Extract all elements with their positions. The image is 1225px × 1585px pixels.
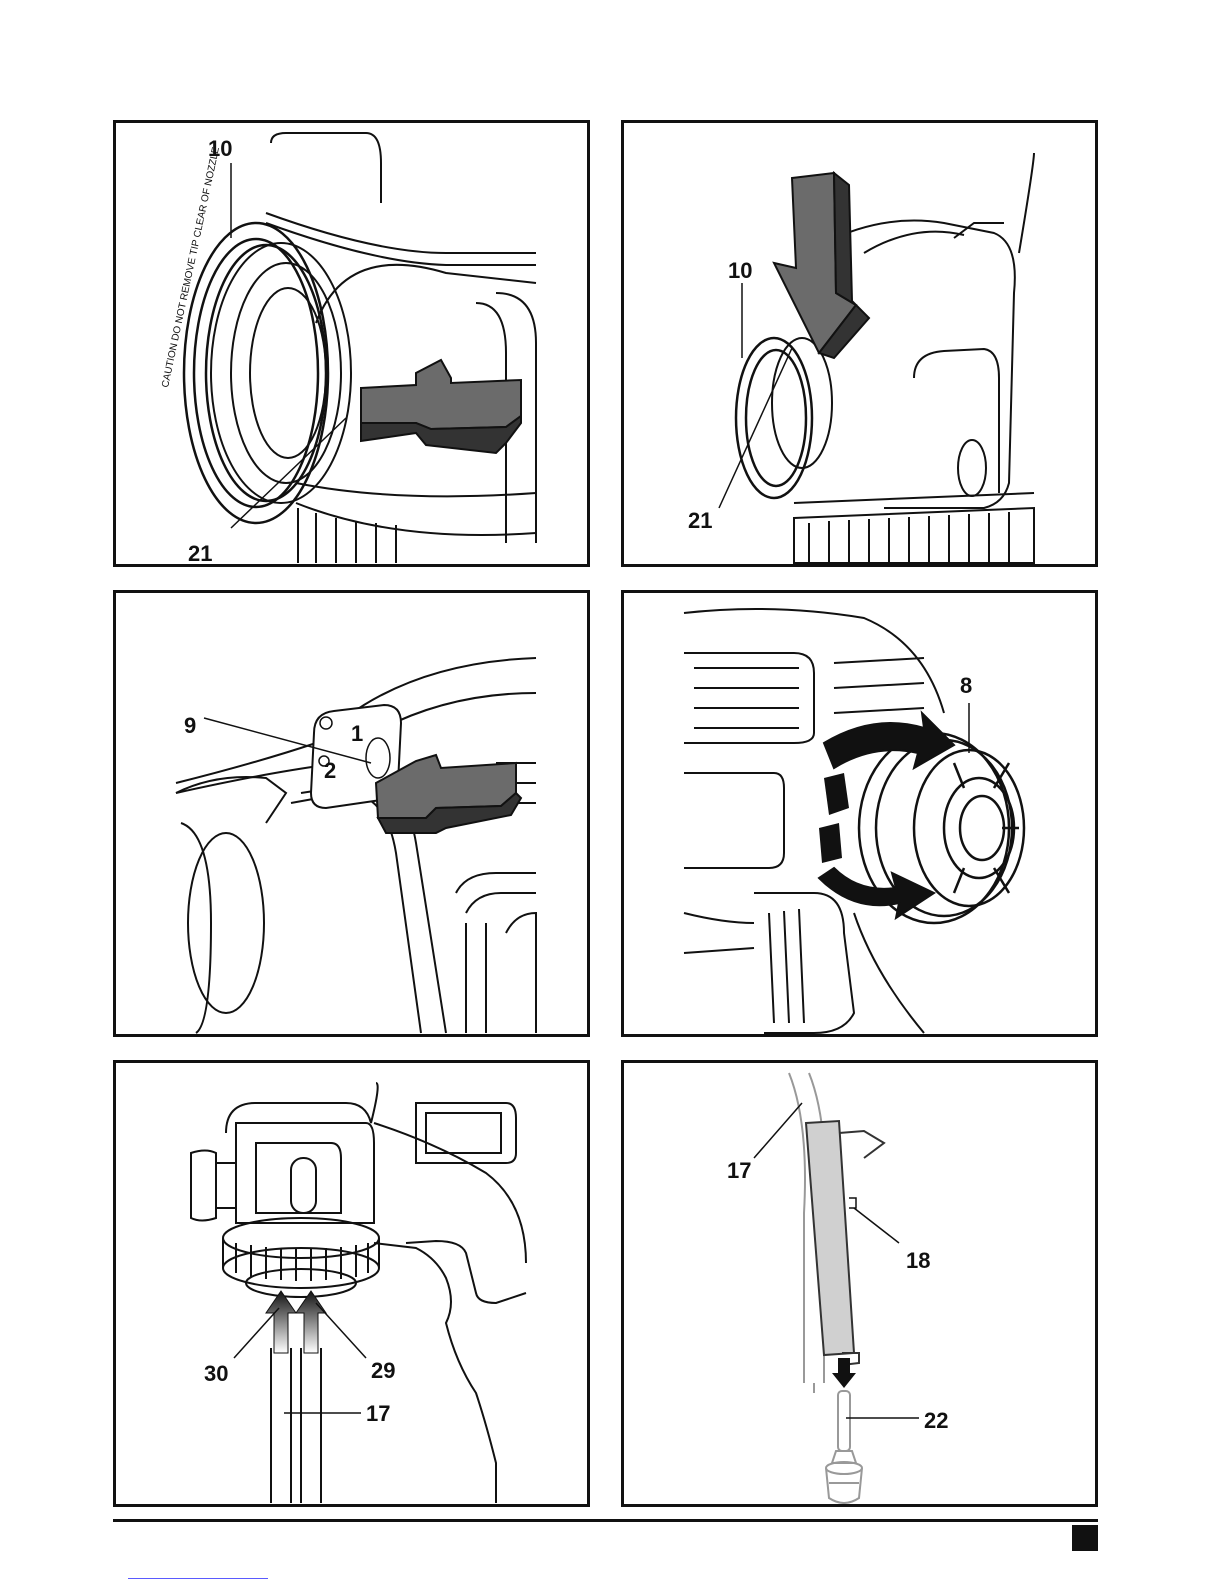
callout-9: 9 bbox=[184, 713, 196, 738]
figure-panel-e: 30 29 17 bbox=[113, 1060, 590, 1507]
leader-line-18 bbox=[854, 1208, 899, 1243]
callout-18: 18 bbox=[906, 1248, 930, 1273]
leader-line-21 bbox=[231, 418, 346, 528]
figure-panel-a: CAUTION DO NOT REMOVE TIP CLEAR OF NOZZL… bbox=[113, 120, 590, 567]
nozzle-ring-a bbox=[184, 223, 328, 523]
callout-30: 30 bbox=[204, 1361, 228, 1386]
connector-arrows bbox=[266, 1291, 326, 1353]
figure-b-illustration: 10 21 bbox=[624, 123, 1098, 567]
figure-panel-d: 8 bbox=[621, 590, 1098, 1037]
footer-rule bbox=[113, 1519, 1098, 1522]
footer-link-line bbox=[128, 1578, 268, 1579]
button-label-1: 1 bbox=[351, 721, 363, 746]
leader-line-30 bbox=[234, 1308, 279, 1358]
trigger-lock-outline bbox=[176, 777, 286, 823]
figure-panel-c: 1 2 9 bbox=[113, 590, 590, 1037]
callout-21: 21 bbox=[688, 508, 712, 533]
figure-panel-f: 17 18 22 bbox=[621, 1060, 1098, 1507]
leader-line-17 bbox=[754, 1103, 802, 1158]
callout-22: 22 bbox=[924, 1408, 948, 1433]
callout-17: 17 bbox=[727, 1158, 751, 1183]
callout-21: 21 bbox=[188, 541, 212, 566]
page-number-box bbox=[1072, 1525, 1098, 1551]
figure-a-illustration: CAUTION DO NOT REMOVE TIP CLEAR OF NOZZL… bbox=[116, 123, 590, 567]
figure-panel-b: 10 21 bbox=[621, 120, 1098, 567]
figure-d-illustration: 8 bbox=[624, 593, 1098, 1037]
hose-clip-18 bbox=[806, 1121, 884, 1365]
nozzle-ring-b bbox=[736, 338, 812, 498]
figure-f-illustration: 17 18 22 bbox=[624, 1063, 1098, 1507]
figure-c-illustration: 1 2 9 bbox=[116, 593, 590, 1037]
knurled-collar bbox=[223, 1218, 379, 1297]
figure-e-illustration: 30 29 17 bbox=[116, 1063, 590, 1507]
callout-29: 29 bbox=[371, 1358, 395, 1383]
callout-8: 8 bbox=[960, 673, 972, 698]
callout-17: 17 bbox=[366, 1401, 390, 1426]
down-arrow-f bbox=[832, 1358, 856, 1388]
filter-22 bbox=[826, 1391, 862, 1503]
push-arrow-a bbox=[361, 360, 521, 453]
button-label-2: 2 bbox=[324, 758, 336, 783]
callout-10: 10 bbox=[208, 136, 232, 161]
leader-line-29 bbox=[316, 1303, 366, 1358]
callout-10: 10 bbox=[728, 258, 752, 283]
hose-17 bbox=[271, 1348, 321, 1503]
push-arrow-b bbox=[774, 173, 869, 358]
